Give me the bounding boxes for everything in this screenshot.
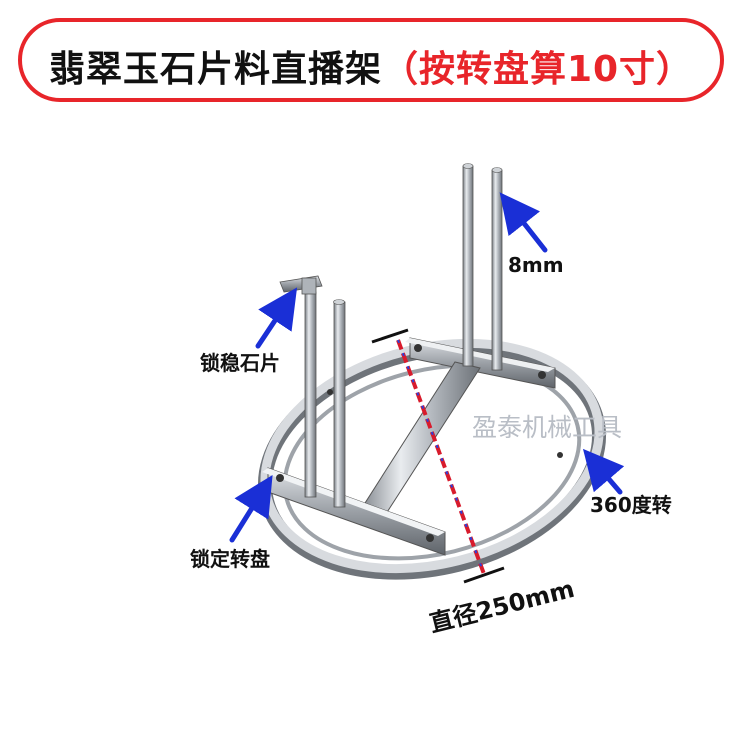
title-text: 翡翠玉石片料直播架（按转盘算10寸） [22,40,720,92]
label-rotation: 360度转 [590,493,672,517]
diameter-dimension [371,328,505,584]
base-frame [262,337,556,556]
label-rod-diameter: 8mm [508,253,564,277]
annotation-arrows [229,192,625,543]
label-lock-turntable: 锁定转盘 [190,547,270,571]
title-subtitle: （按转盘算10寸） [381,49,694,90]
title-banner: 翡翠玉石片料直播架（按转盘算10寸） [18,18,724,102]
arrow-lock-turntable [229,475,273,543]
label-lock-slab: 锁稳石片 [200,351,280,375]
arrow-rotation [582,448,625,495]
title-main: 翡翠玉石片料直播架 [48,49,382,90]
label-diameter: 直径250mm [427,575,577,638]
arrow-lock-slab [255,287,298,349]
arrow-rod-diameter [499,192,548,253]
watermark-text: 盈泰机械工具 [472,413,622,442]
